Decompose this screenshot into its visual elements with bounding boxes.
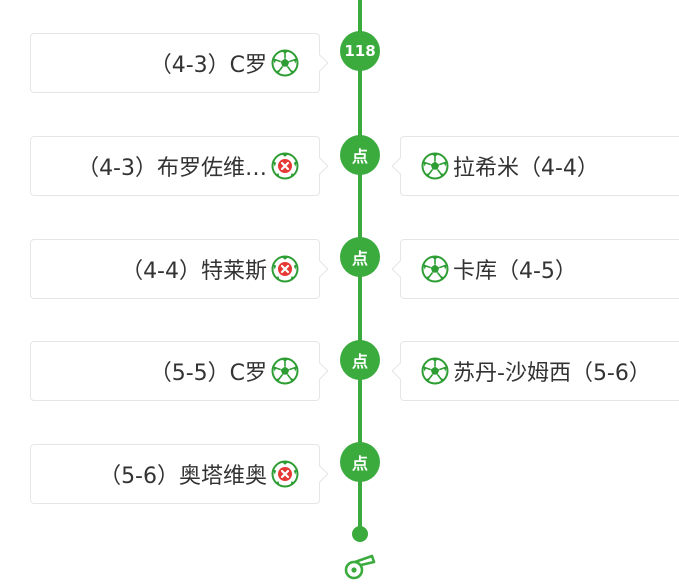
event-text: （5-6）奥塔维奥 — [99, 464, 267, 489]
whistle-icon — [344, 554, 376, 580]
timeline-node-penalty: 点 — [340, 237, 380, 277]
goal-ball-icon — [421, 357, 449, 385]
card-pointer — [311, 465, 329, 483]
node-label: 点 — [351, 454, 368, 473]
node-label: 点 — [351, 147, 368, 166]
event-text: 拉希米（4-4） — [453, 156, 599, 181]
timeline-node-minute: 118 — [340, 31, 380, 71]
missed-penalty-icon — [271, 255, 299, 283]
goal-ball-icon — [271, 49, 299, 77]
timeline-node-penalty: 点 — [340, 340, 380, 380]
event-text: （4-3）布罗佐维… — [77, 156, 267, 181]
timeline-node-penalty: 点 — [340, 442, 380, 482]
event-card-away[interactable]: 拉希米（4-4） — [391, 136, 679, 196]
event-text: （4-3）C罗 — [149, 53, 267, 78]
goal-ball-icon — [421, 255, 449, 283]
event-text: 苏丹-沙姆西（5-6） — [453, 361, 651, 386]
card-pointer — [391, 260, 409, 278]
event-text: （5-5）C罗 — [149, 361, 267, 386]
event-card-home[interactable]: （4-3）C罗 — [30, 33, 329, 93]
card-pointer — [311, 260, 329, 278]
node-label: 点 — [351, 352, 368, 371]
event-text: 卡库（4-5） — [453, 259, 577, 284]
node-label: 点 — [351, 249, 368, 268]
card-pointer — [311, 54, 329, 72]
goal-ball-icon — [271, 357, 299, 385]
card-pointer — [391, 157, 409, 175]
timeline-node-penalty: 点 — [340, 135, 380, 175]
missed-penalty-icon — [271, 460, 299, 488]
timeline-end-dot — [352, 526, 368, 542]
goal-ball-icon — [421, 152, 449, 180]
event-text: （4-4）特莱斯 — [121, 259, 267, 284]
event-card-home[interactable]: （4-3）布罗佐维… — [30, 136, 329, 196]
node-label: 118 — [344, 42, 376, 60]
event-card-home[interactable]: （4-4）特莱斯 — [30, 239, 329, 299]
event-card-away[interactable]: 苏丹-沙姆西（5-6） — [391, 341, 679, 401]
card-pointer — [311, 362, 329, 380]
event-card-home[interactable]: （5-5）C罗 — [30, 341, 329, 401]
event-card-home[interactable]: （5-6）奥塔维奥 — [30, 444, 329, 504]
card-pointer — [311, 157, 329, 175]
missed-penalty-icon — [271, 152, 299, 180]
card-pointer — [391, 362, 409, 380]
event-card-away[interactable]: 卡库（4-5） — [391, 239, 679, 299]
